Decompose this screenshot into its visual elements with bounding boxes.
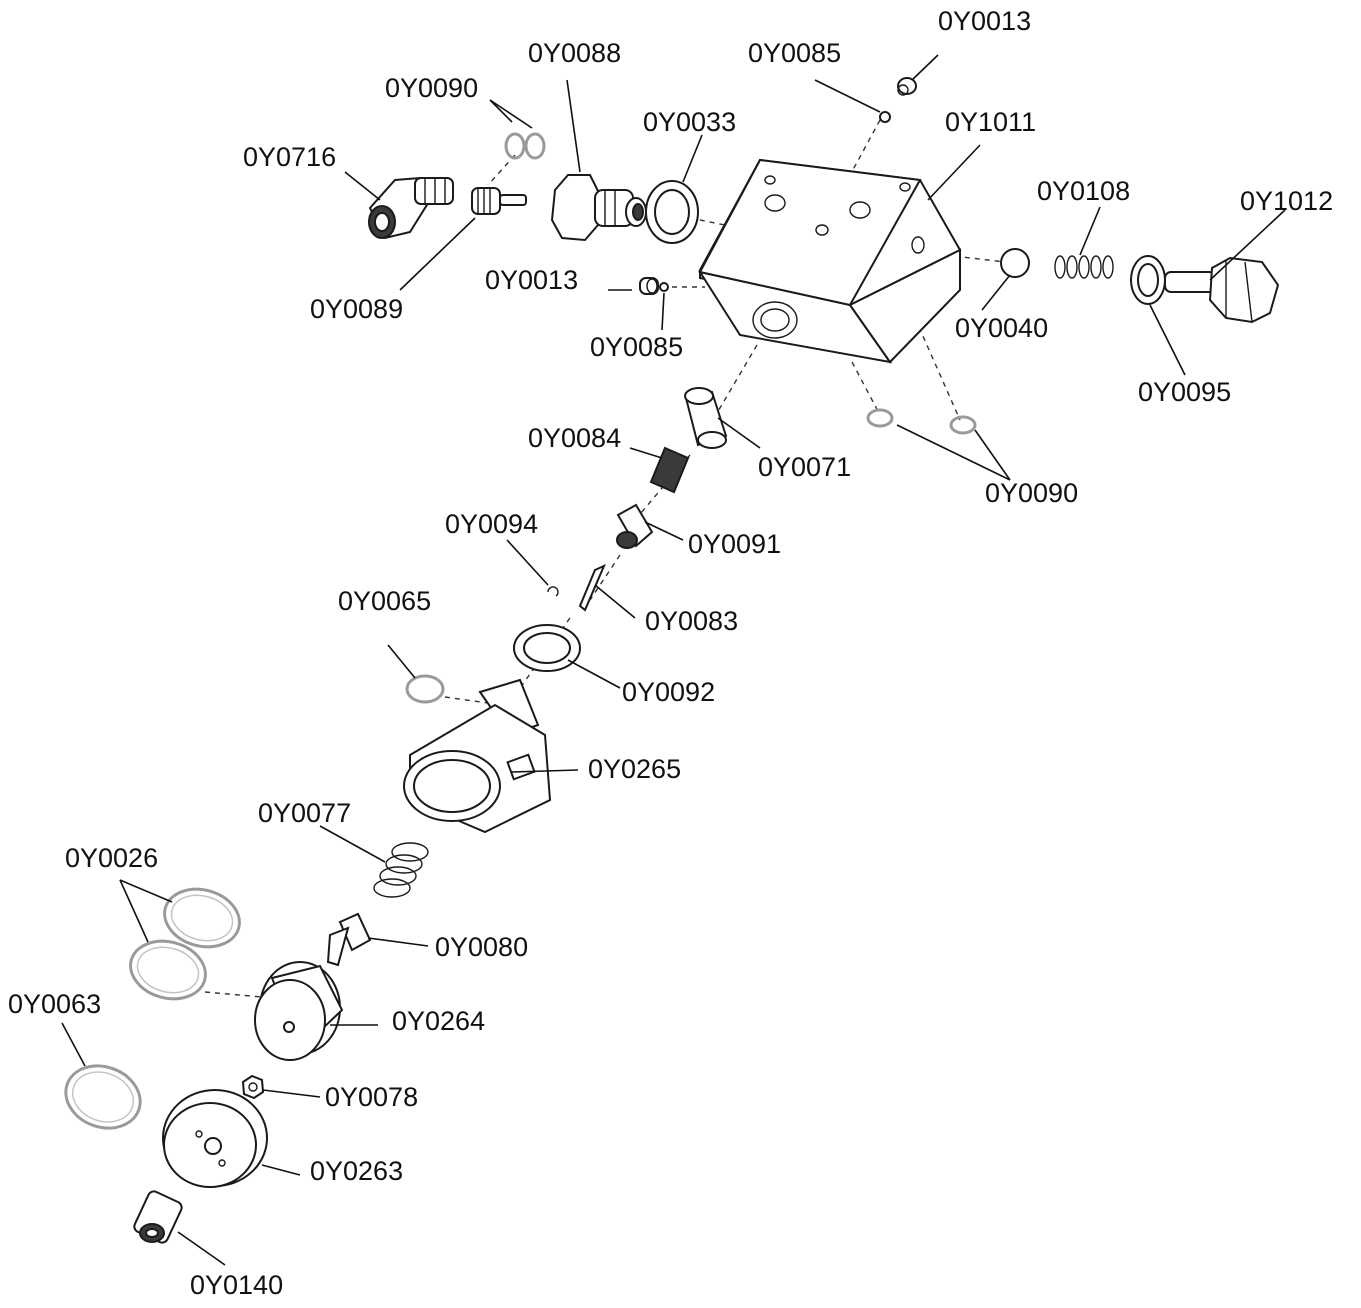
label-0y0084: 0Y0084 [528, 423, 621, 453]
label-0y0040: 0Y0040 [955, 313, 1048, 343]
plug-bolt-0y1012 [1164, 256, 1280, 324]
label-0y0063: 0Y0063 [8, 989, 101, 1019]
o-ring-0y0063 [64, 1064, 142, 1130]
needle-0y0083 [578, 564, 606, 612]
label-0y0716: 0Y0716 [243, 142, 336, 172]
label-0y0078: 0Y0078 [325, 1082, 418, 1112]
leader-lines [61, 54, 1286, 1266]
label-0y0083: 0Y0083 [645, 606, 738, 636]
label-0y0026: 0Y0026 [65, 843, 158, 873]
washer-0y0033 [645, 180, 699, 244]
spring-0y0084 [649, 446, 690, 494]
label-0y0080: 0Y0080 [435, 932, 528, 962]
spring-0y0077 [373, 842, 429, 898]
washer-0y0095 [1130, 255, 1166, 305]
hex-fitting-0y0088 [550, 174, 647, 242]
label-0y0091: 0Y0091 [688, 529, 781, 559]
label-0y0013-top: 0Y0013 [938, 6, 1031, 36]
label-0y0108: 0Y0108 [1037, 176, 1130, 206]
label-0y0094: 0Y0094 [445, 509, 538, 539]
label-0y0077: 0Y0077 [258, 798, 351, 828]
valve-block-0y1011 [697, 158, 962, 364]
label-0y0090-top: 0Y0090 [385, 73, 478, 103]
pin-0y0080 [326, 912, 372, 967]
label-0y0095: 0Y0095 [1138, 377, 1231, 407]
label-0y0092: 0Y0092 [622, 677, 715, 707]
o-rings-0y0090-top [504, 132, 546, 160]
ball-0y0085-top [879, 111, 891, 123]
fitting-0y0140 [133, 1190, 183, 1244]
o-rings-0y0026 [129, 887, 241, 1001]
label-0y0140: 0Y0140 [190, 1270, 283, 1300]
label-0y0088: 0Y0088 [528, 38, 621, 68]
ball-0y0085-mid [659, 282, 669, 292]
label-0y0090-bottom: 0Y0090 [985, 478, 1078, 508]
housing-0y0265 [403, 678, 552, 834]
label-0y0263: 0Y0263 [310, 1156, 403, 1186]
label-0y0085-mid: 0Y0085 [590, 332, 683, 362]
piston-0y0091 [616, 503, 654, 549]
nut-0y0078 [241, 1074, 265, 1100]
label-0y0065: 0Y0065 [338, 586, 431, 616]
o-rings-0y0090-bottom [866, 408, 977, 435]
part-labels: 0Y0013 0Y0085 0Y0090 0Y0088 0Y0033 0Y101… [8, 6, 1333, 1300]
plug-0y0013-mid [639, 277, 659, 295]
gasket-0y0092 [513, 624, 581, 672]
label-0y0089: 0Y0089 [310, 294, 403, 324]
label-0y0033: 0Y0033 [643, 107, 736, 137]
label-0y0071: 0Y0071 [758, 452, 851, 482]
sleeve-0y0071 [684, 387, 728, 449]
ball-0y0040 [1000, 248, 1030, 278]
o-ring-0y0063-inner [71, 1071, 135, 1123]
label-0y0265: 0Y0265 [588, 754, 681, 784]
elbow-fitting-0y0716 [368, 176, 454, 240]
o-ring-0y0065 [405, 674, 445, 704]
clip-0y0094 [547, 586, 559, 597]
label-0y0264: 0Y0264 [392, 1006, 485, 1036]
label-0y0085-top: 0Y0085 [748, 38, 841, 68]
cap-0y0263 [162, 1089, 268, 1188]
label-0y0013-mid: 0Y0013 [485, 265, 578, 295]
spring-0y0108 [1054, 255, 1114, 279]
plug-0y0264 [254, 961, 344, 1061]
plug-0y0013-top [897, 77, 917, 96]
label-0y1012: 0Y1012 [1240, 186, 1333, 216]
label-0y1011: 0Y1011 [945, 107, 1036, 137]
adapter-0y0089 [471, 187, 527, 215]
